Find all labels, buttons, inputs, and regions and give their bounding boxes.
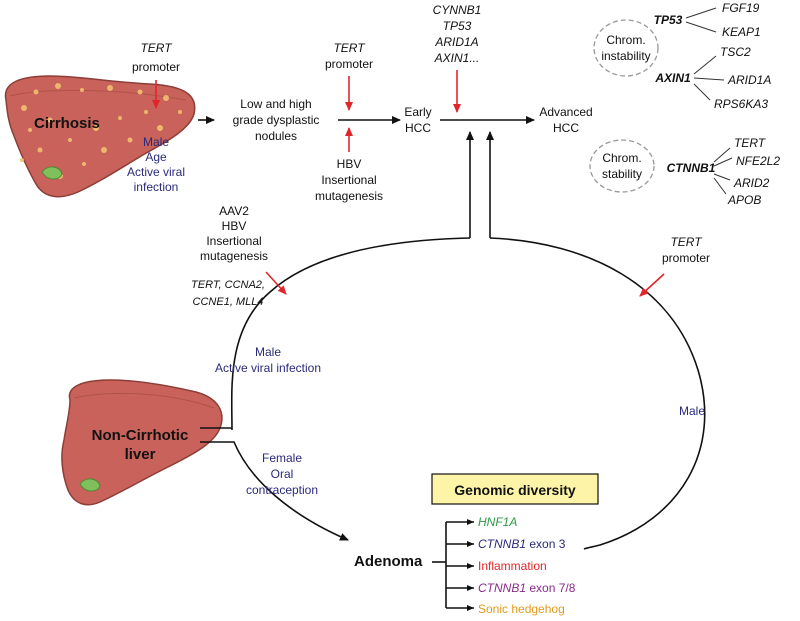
tp53-target-2: KEAP1 [722,25,761,39]
ctnnb1-branch-4 [713,177,727,195]
axin1-target-2: ARID1A [727,73,771,87]
ctnnb1-target-3: ARID2 [733,176,770,190]
cirrhosis-label: Cirrhosis [34,115,100,132]
early-gene-4: AXIN1... [434,51,480,65]
chrom-instability-label-2: instability [601,49,650,63]
axin1-branch-3 [693,83,711,101]
cirrhotic-liver-icon [4,75,196,198]
risk-noncirrhotic-2: Active viral infection [215,361,321,375]
tert-gene-3: TERT [670,235,703,249]
diversity-item-4: CTNNB1 exon 7/8 [478,581,576,595]
risk-cirrhosis-2: Age [145,150,167,164]
ctnnb1-node: CTNNB1 [667,161,716,175]
axin1-branch-2 [693,77,725,81]
dysplastic-label-3: nodules [255,129,297,143]
tp53-branch-2 [685,21,717,33]
diversity-item-5-suffix: Sonic hedgehog [478,602,565,616]
risk-cirrhosis-4: infection [134,180,179,194]
aav-label-1: AAV2 [219,204,249,218]
early-gene-1: CYNNB1 [433,3,482,17]
hbv-label-2: Insertional [321,173,376,187]
tp53-node: TP53 [654,13,683,27]
diversity-item-5: Sonic hedgehog [478,602,565,616]
chrom-stability-label-1: Chrom. [602,151,641,165]
dysplastic-label-2: grade dysplastic [233,113,320,127]
diversity-item-2-suffix: exon 3 [526,537,566,551]
female-label-3: contraception [246,483,318,497]
aav-genes-1: TERT, CCNA2, [191,279,265,291]
tert-promoter-3: promoter [662,251,710,265]
red-arrow-tert-3 [639,273,665,297]
adenoma-label: Adenoma [354,553,423,570]
axin1-target-1: TSC2 [720,45,751,59]
tp53-target-1: FGF19 [722,1,760,15]
diversity-item-3: Inflammation [478,559,547,573]
hbv-label-1: HBV [337,157,362,171]
red-arrow-aav2 [265,271,287,295]
ctnnb1-target-1: TERT [734,136,767,150]
diversity-item-2: CTNNB1 exon 3 [478,537,566,551]
noncirrhotic-label-1: Non-Cirrhotic [92,427,189,444]
advanced-hcc-label-2: HCC [553,121,579,135]
ctnnb1-target-4: APOB [727,193,761,207]
male-right-label: Male [679,404,705,418]
diversity-item-1-gene: HNF1A [478,515,517,529]
aav-label-4: mutagenesis [200,249,268,263]
advanced-hcc-label-1: Advanced [539,105,592,119]
aav-genes-2: CCNE1, MLL4 [193,296,264,308]
circle-top-right-arc [489,237,706,550]
hbv-label-3: mutagenesis [315,189,383,203]
tert-promoter-1: promoter [132,60,180,74]
chrom-instability-label-1: Chrom. [606,33,645,47]
risk-noncirrhotic-1: Male [255,345,281,359]
ctnnb1-branch-3 [713,173,731,181]
axin1-node: AXIN1 [654,71,691,85]
ctnnb1-branch-1 [713,147,731,163]
female-label-1: Female [262,451,302,465]
ctnnb1-target-2: NFE2L2 [736,154,780,168]
early-gene-3: ARID1A [434,35,478,49]
noncirrhotic-liver-icon [61,379,223,506]
aav-label-3: Insertional [206,234,261,248]
axin1-branch-1 [693,55,717,75]
chrom-stability-bubble [589,139,655,193]
ctnnb1-branch-2 [713,157,733,167]
axin1-target-3: RPS6KA3 [714,97,768,111]
diversity-item-3-suffix: Inflammation [478,559,547,573]
tert-gene-1: TERT [140,41,173,55]
noncirrhotic-to-adenoma [200,441,349,541]
tp53-branch-1 [685,7,717,19]
risk-cirrhosis-1: Male [143,135,169,149]
dysplastic-label-1: Low and high [240,97,311,111]
tert-promoter-2: promoter [325,57,373,71]
genomic-diversity-title: Genomic diversity [454,482,576,498]
circle-top-left-arc [230,237,471,431]
diversity-item-1: HNF1A [478,515,517,529]
chrom-stability-label-2: stability [602,167,642,181]
tert-gene-2: TERT [333,41,366,55]
female-label-2: Oral [271,467,294,481]
risk-cirrhosis-3: Active viral [127,165,185,179]
chrom-instability-bubble [593,19,659,77]
diversity-item-4-suffix: exon 7/8 [526,581,576,595]
diversity-item-2-gene: CTNNB1 [478,537,526,551]
diversity-item-4-gene: CTNNB1 [478,581,526,595]
aav-label-2: HBV [222,219,247,233]
early-hcc-label-1: Early [404,105,431,119]
early-gene-2: TP53 [443,19,472,33]
early-hcc-label-2: HCC [405,121,431,135]
genomic-diversity-box [431,473,599,505]
noncirrhotic-label-2: liver [125,446,156,463]
